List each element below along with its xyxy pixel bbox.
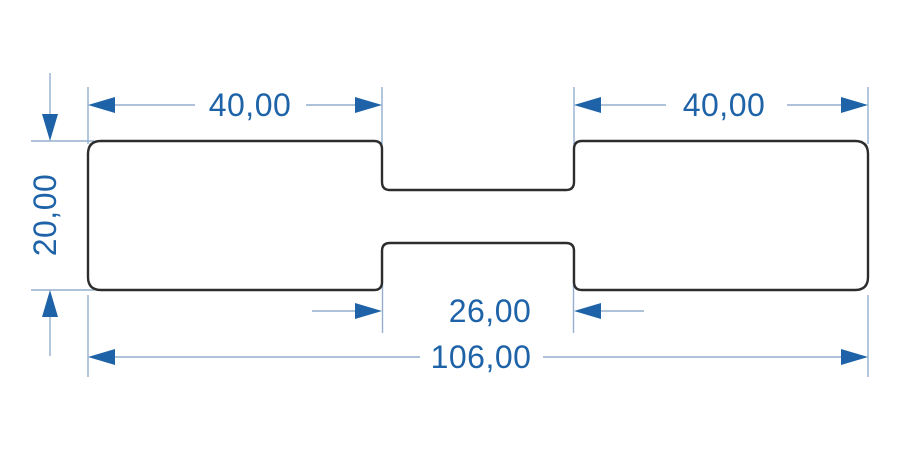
arrowhead-left-icon (574, 303, 601, 319)
dimension-labels: 40,00 40,00 20,00 26,00 106,00 (27, 87, 765, 375)
dimension-label-left-height: 20,00 (27, 174, 63, 257)
arrowhead-right-icon (355, 97, 382, 113)
dimension-arrowheads (42, 97, 868, 365)
arrowhead-down-icon (42, 114, 58, 141)
arrowhead-right-icon (841, 349, 868, 365)
arrowhead-up-icon (42, 290, 58, 317)
arrowhead-right-icon (355, 303, 382, 319)
dimension-label-top-left: 40,00 (209, 87, 292, 123)
arrowhead-right-icon (841, 97, 868, 113)
dimension-label-overall-width: 106,00 (431, 339, 532, 375)
dimension-label-neck-width: 26,00 (449, 293, 532, 329)
extension-and-dimension-lines (31, 73, 869, 377)
arrowhead-left-icon (574, 97, 601, 113)
dimension-label-top-right: 40,00 (683, 87, 766, 123)
part-outline (86, 139, 870, 292)
arrowhead-left-icon (88, 97, 115, 113)
arrowhead-left-icon (88, 349, 115, 365)
